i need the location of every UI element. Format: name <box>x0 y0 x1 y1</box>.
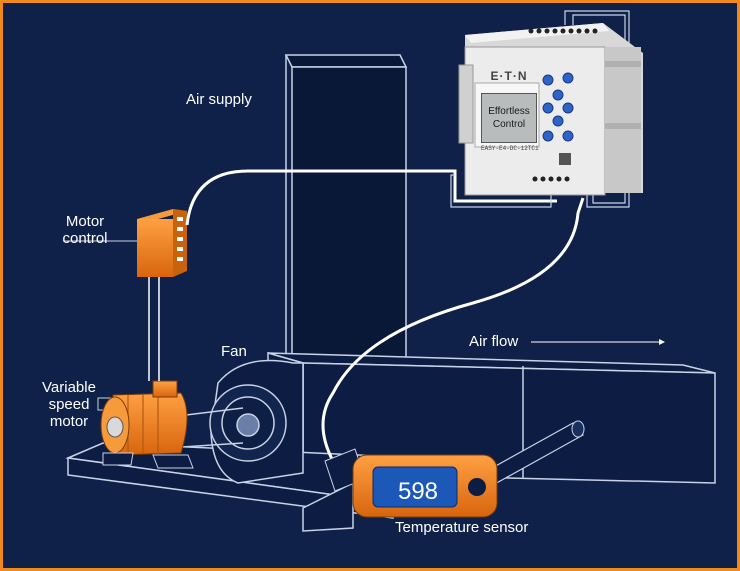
label-air-supply: Air supply <box>186 91 252 108</box>
controller-brand: E·T·N <box>490 69 528 83</box>
motor-wires <box>148 277 160 381</box>
left-button <box>542 102 554 114</box>
air-supply-duct <box>284 54 408 368</box>
sensor-cable <box>321 197 585 462</box>
alt-button <box>562 72 574 84</box>
label-fan: Fan <box>221 343 247 360</box>
motor <box>97 380 194 469</box>
control-cable <box>185 169 557 226</box>
label-air-flow: Air flow <box>469 333 519 350</box>
display-line-1: Effortless <box>488 106 530 117</box>
del-button <box>542 74 554 86</box>
temperature-sensor-body <box>352 454 498 518</box>
fan-housing <box>209 359 304 484</box>
motor-control-box <box>63 209 187 277</box>
label-motor-control: Motor control <box>62 213 108 247</box>
ok-button <box>562 130 574 142</box>
controller-body <box>458 23 643 196</box>
sensor-reading: 598 <box>397 478 439 505</box>
down-button <box>552 115 564 127</box>
controller-buttons <box>542 72 574 142</box>
system-illustration <box>63 10 716 532</box>
controller-model: EASY-E4-DC-12TC1 <box>481 145 539 152</box>
diagram-canvas: E·T·N Effortless Control EASY-E4-DC-12TC… <box>3 3 737 568</box>
controller-display: Effortless Control <box>481 93 537 143</box>
display-line-2: Control <box>492 119 526 130</box>
air-flow-arrow <box>531 339 665 345</box>
label-variable-speed-motor: Variable speed motor <box>42 379 96 430</box>
right-button <box>562 102 574 114</box>
esc-button <box>542 130 554 142</box>
up-button <box>552 89 564 101</box>
label-temperature-sensor: Temperature sensor <box>395 519 529 536</box>
